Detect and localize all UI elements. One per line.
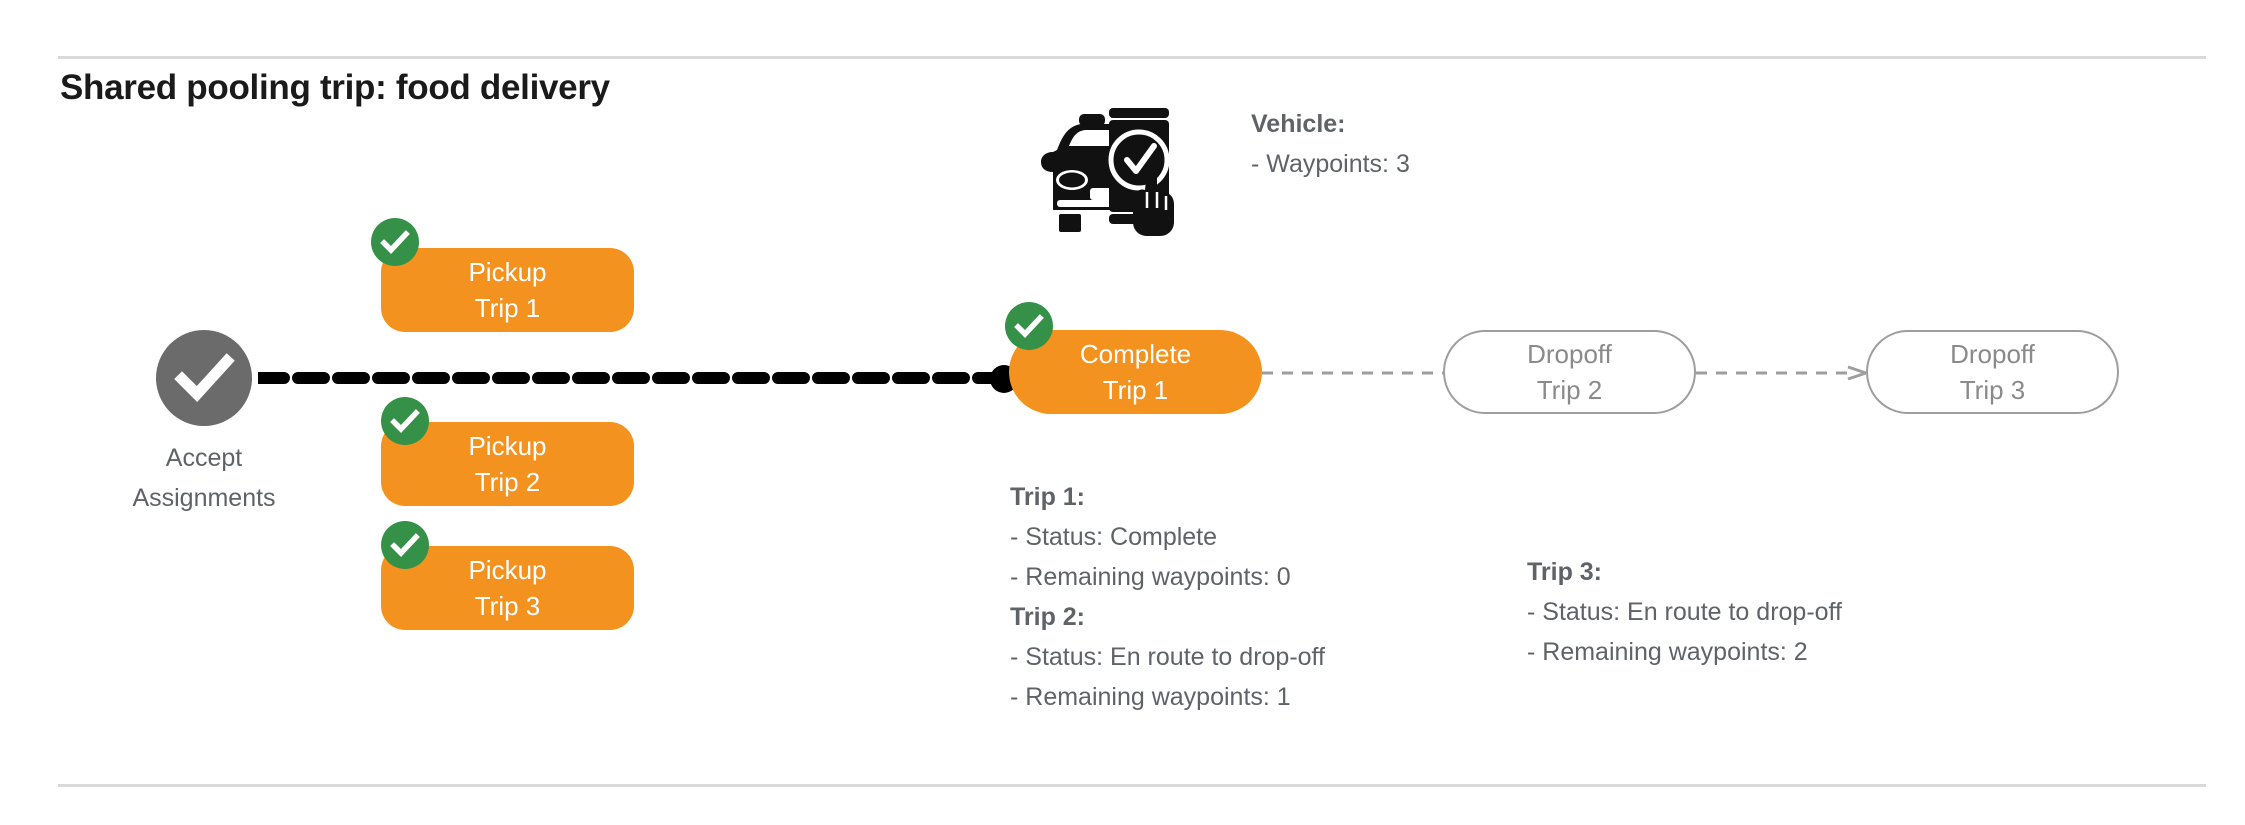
check-circle-icon: [156, 330, 252, 426]
top-divider: [58, 56, 2206, 59]
trip-2-remaining-waypoints: - Remaining waypoints: 1: [1010, 683, 1291, 711]
dropoff-trip-2-line2: Trip 2: [1536, 375, 1603, 405]
trip-3-remaining-waypoints: - Remaining waypoints: 2: [1527, 638, 1808, 666]
check-badge-icon: [1005, 302, 1053, 350]
dropoff2-to-dropoff3-arrow: [1696, 365, 1868, 381]
pickup-trip-1-node[interactable]: Pickup Trip 1: [381, 248, 634, 332]
trip-3-header: Trip 3:: [1527, 558, 1603, 586]
trip-2-status: - Status: En route to drop-off: [1010, 643, 1325, 671]
pickup-trip-3-line1: Pickup: [468, 555, 547, 585]
trip-1-header: Trip 1:: [1010, 483, 1086, 511]
dropoff-trip-3-line1: Dropoff: [1950, 339, 2035, 369]
vehicle-info-block: Vehicle: - Waypoints: 3: [1251, 104, 1410, 184]
complete-trip-1-line1: Complete: [1079, 339, 1192, 369]
dropoff-trip-3-node[interactable]: Dropoff Trip 3: [1866, 330, 2119, 414]
complete-trip-1-line2: Trip 1: [1102, 375, 1169, 405]
bottom-divider: [58, 784, 2206, 787]
accept-assignments-node[interactable]: Accept Assignments: [132, 330, 276, 512]
pickup-trip-2-line2: Trip 2: [474, 467, 541, 497]
vehicle-info-waypoints: - Waypoints: 3: [1251, 150, 1410, 178]
pickup-trip-3-line2: Trip 3: [474, 591, 541, 621]
page-title: Shared pooling trip: food delivery: [60, 68, 610, 107]
pickup-trip-3-node[interactable]: Pickup Trip 3: [381, 546, 634, 630]
pickup-trip-2-line1: Pickup: [468, 431, 547, 461]
check-badge-icon: [371, 218, 419, 266]
dropoff-trip-2-node[interactable]: Dropoff Trip 2: [1443, 330, 1696, 414]
trip-3-info-block: Trip 3: - Status: En route to drop-off -…: [1527, 552, 1842, 672]
trip-1-remaining-waypoints: - Remaining waypoints: 0: [1010, 563, 1291, 591]
trip-3-status: - Status: En route to drop-off: [1527, 598, 1842, 626]
dropoff-trip-2-line1: Dropoff: [1527, 339, 1612, 369]
pickup-trip-1-line2: Trip 1: [474, 293, 541, 323]
assignments-to-complete-connector: [258, 372, 1006, 384]
pickup-trip-1-line1: Pickup: [468, 257, 547, 287]
accept-assignments-label: Accept Assignments: [132, 444, 276, 512]
check-badge-icon: [381, 521, 429, 569]
car-phone-check-icon: [1035, 88, 1195, 238]
trip-1-2-info-block: Trip 1: - Status: Complete - Remaining w…: [1010, 477, 1325, 717]
check-badge-icon: [381, 397, 429, 445]
complete-to-dropoff2-connector: [1262, 365, 1444, 381]
vehicle-info-header: Vehicle:: [1251, 110, 1346, 138]
trip-1-status: - Status: Complete: [1010, 523, 1218, 551]
dropoff-trip-3-line2: Trip 3: [1959, 375, 2026, 405]
trip-2-header: Trip 2:: [1010, 603, 1086, 631]
complete-trip-1-node[interactable]: Complete Trip 1: [1009, 330, 1262, 414]
